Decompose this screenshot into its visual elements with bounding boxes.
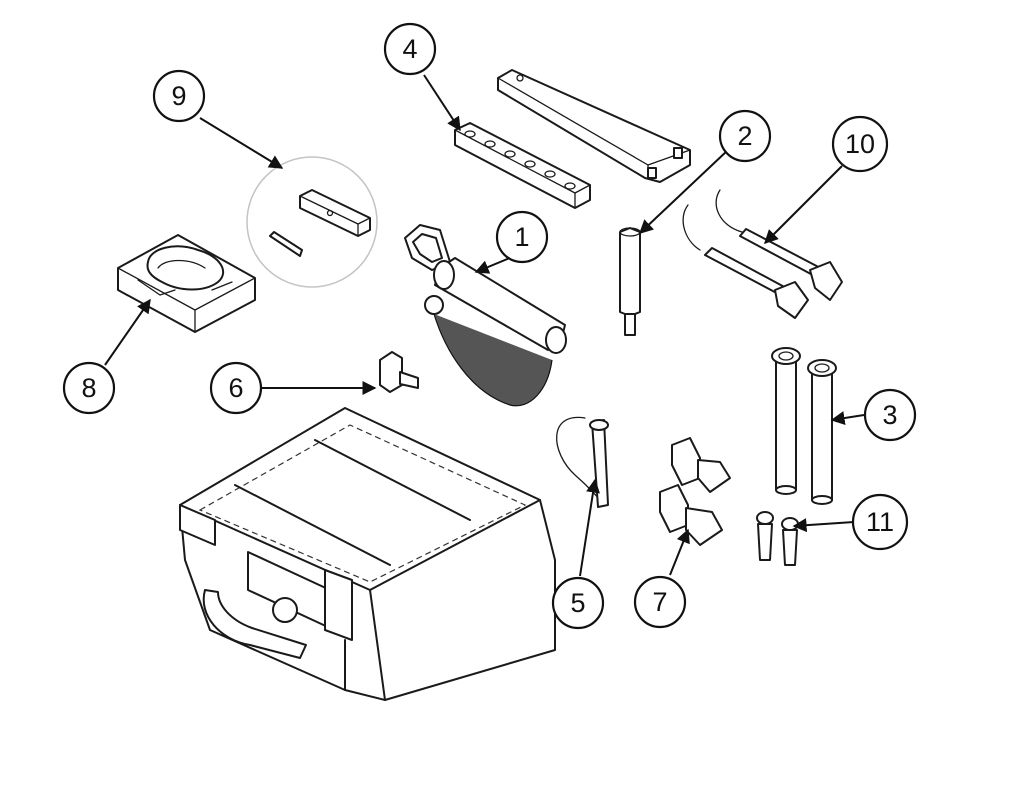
- callout-6-label: 6: [228, 373, 243, 403]
- callout-9: 9: [152, 69, 206, 123]
- callout-1: 1: [495, 210, 549, 264]
- callout-7: 7: [633, 575, 687, 629]
- carrying-case: [179, 407, 556, 701]
- callout-8: 8: [62, 361, 116, 415]
- callout-11-label: 11: [866, 507, 894, 537]
- callout-3: 3: [863, 388, 917, 442]
- part-6-thumb-screw: [379, 351, 419, 393]
- callout-2-label: 2: [737, 121, 752, 151]
- callout-9-label: 9: [171, 81, 186, 111]
- part-8-holder-block: [117, 234, 256, 333]
- callout-5: 5: [551, 576, 605, 630]
- part-11-ring-screws: [756, 511, 799, 566]
- callout-4-label: 4: [402, 34, 417, 64]
- part-10-ring-pins: [682, 189, 843, 319]
- part-1-pin-with-chain: [404, 224, 567, 407]
- callout-8-label: 8: [81, 373, 96, 403]
- part-7-elbow-fittings: [659, 437, 731, 546]
- leader-lines: [104, 74, 865, 577]
- callout-7-label: 7: [652, 587, 667, 617]
- part-5-lanyard-pin: [556, 416, 609, 508]
- callout-10-label: 10: [845, 129, 875, 159]
- callout-5-label: 5: [570, 588, 585, 618]
- part-2-rod: [619, 227, 641, 336]
- callout-11: 11: [851, 493, 909, 551]
- callout-3-label: 3: [882, 400, 897, 430]
- part-4-arm: [497, 69, 691, 183]
- callout-1-label: 1: [514, 222, 529, 252]
- part-3-tubes: [771, 347, 837, 505]
- callout-2: 2: [718, 109, 772, 163]
- callout-10: 10: [831, 115, 889, 173]
- callout-6: 6: [209, 361, 263, 415]
- part-4-hole-bar: [454, 122, 591, 209]
- callout-4: 4: [383, 22, 437, 76]
- part-9-key-and-pin: [246, 156, 378, 288]
